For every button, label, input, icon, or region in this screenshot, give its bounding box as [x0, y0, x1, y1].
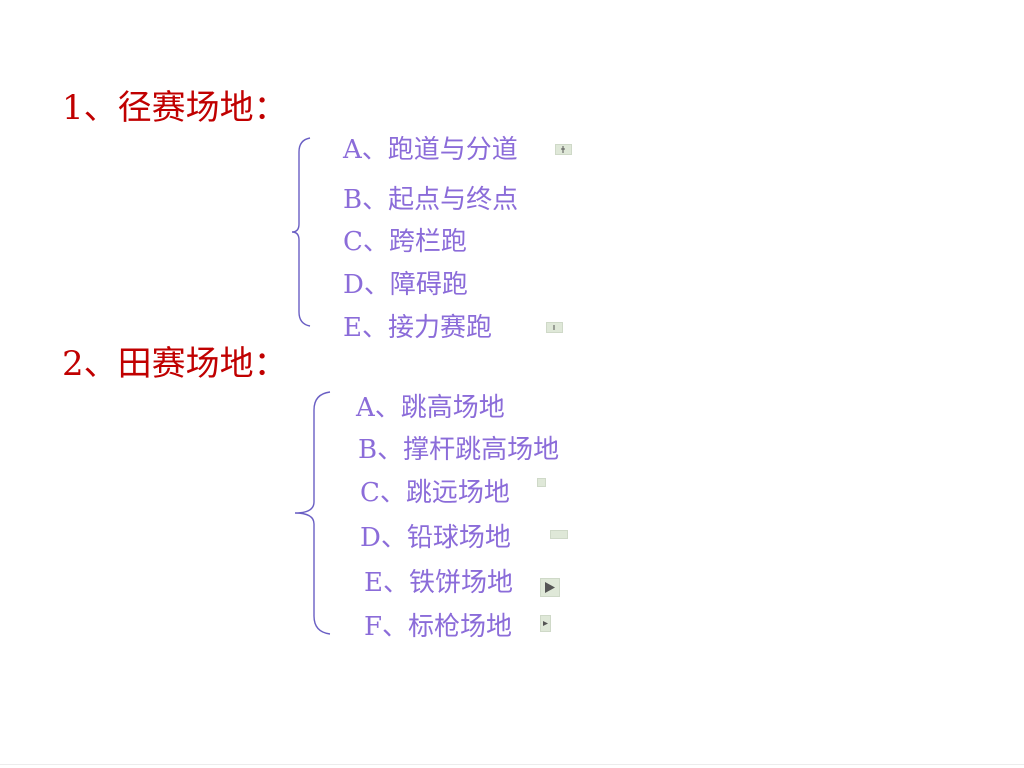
section-2-item-d: D、铅球场地	[360, 523, 511, 553]
section-2-item-c: C、跳远场地	[360, 478, 510, 508]
section-1-item-d: D、障碍跑	[343, 270, 468, 300]
section-1-item-a: A、跑道与分道	[343, 135, 518, 165]
section-1-item-c: C、跨栏跑	[343, 227, 467, 257]
animation-marker-icon[interactable]	[537, 478, 546, 487]
section-2-item-e: E、铁饼场地	[364, 568, 513, 598]
section-2-item-f: F、标枪场地	[364, 612, 513, 642]
section-2-item-a: A、跳高场地	[356, 393, 505, 423]
section-1-item-e: E、接力赛跑	[343, 313, 492, 343]
section-2-item-b: B、撑杆跳高场地	[358, 435, 560, 465]
slide-bottom-border	[0, 764, 1024, 765]
section-2-brace	[294, 391, 331, 635]
animation-marker-icon[interactable]	[555, 144, 572, 155]
animation-marker-icon[interactable]	[546, 322, 563, 333]
play-icon[interactable]	[540, 578, 560, 597]
section-1-item-b: B、起点与终点	[343, 185, 519, 215]
section-1-heading: 1、径赛场地：	[62, 88, 288, 128]
section-2-heading: 2、田赛场地：	[62, 344, 288, 384]
section-1-brace	[291, 137, 311, 327]
animation-marker-icon[interactable]	[550, 530, 568, 539]
play-small-icon[interactable]	[540, 615, 551, 632]
